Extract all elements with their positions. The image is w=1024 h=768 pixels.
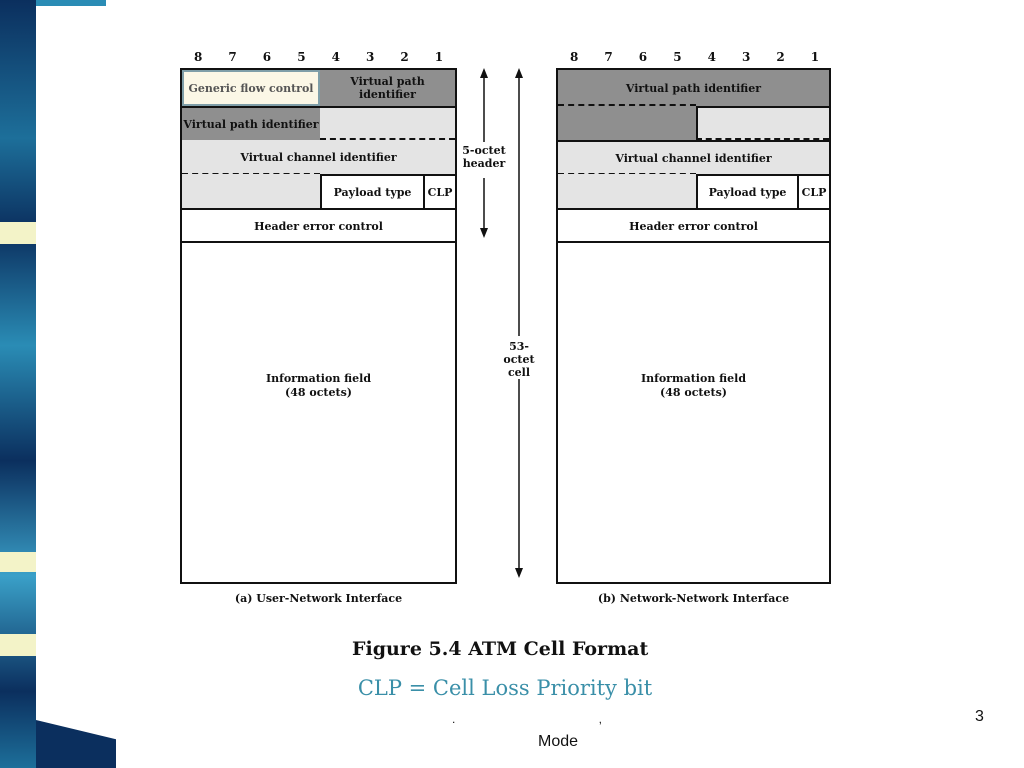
uni-vpi-bottom: Virtual path identifier (182, 106, 320, 140)
uni-caption: (a) User-Network Interface (234, 592, 403, 605)
page-number: 3 (975, 708, 984, 725)
nni-information-field: Information field (48 octets) (558, 372, 829, 400)
corner-decoration (36, 0, 106, 6)
uni-vci-bottom-part (182, 174, 320, 208)
figure-caption: Figure 5.4 ATM Cell Format (352, 638, 649, 660)
nni-dashed-divider (696, 138, 829, 140)
info-field-label: Information field (265, 372, 372, 385)
uni-information-field: Information field (48 octets) (182, 372, 455, 400)
nni-cell: Virtual path identifier Virtual channel … (556, 68, 831, 584)
cell-size-line2: cell (507, 366, 531, 379)
uni-cell: Generic flow control Virtual path identi… (180, 68, 457, 584)
bit-number: 5 (297, 50, 306, 64)
nni-vci: Virtual channel identifier (558, 140, 829, 174)
nni-vci-top-part (696, 106, 829, 140)
uni-header-divider (182, 241, 455, 243)
nni-caption: (b) Network-Network Interface (597, 592, 790, 605)
header-size-line2: header (462, 157, 506, 170)
bit-number: 7 (604, 50, 613, 64)
nni-vpi-bottom-part (558, 106, 696, 140)
footer-mode-text: Mode (538, 733, 579, 750)
nni-dashed-divider (558, 104, 696, 106)
nni-vci-bottom-part (558, 174, 696, 208)
bit-number: 1 (810, 50, 820, 64)
nni-header-divider (558, 241, 829, 243)
header-size-line1: 5-octet (462, 144, 506, 157)
arrow-up-icon (480, 68, 488, 78)
bit-number: 1 (434, 50, 444, 64)
bit-number: 3 (365, 50, 375, 64)
uni-vci-top-part (320, 106, 455, 140)
uni-dashed-divider (320, 138, 455, 140)
header-size-label: 5-octet header (462, 144, 506, 170)
info-field-size: (48 octets) (660, 386, 727, 399)
arrow-down-icon (480, 228, 488, 238)
cell-size-label: 53-octet cell (494, 340, 544, 379)
nni-vpi: Virtual path identifier (558, 70, 829, 106)
uni-vpi-top: Virtual path identifier (320, 70, 455, 106)
info-field-label: Information field (640, 372, 747, 385)
bit-number: 8 (570, 50, 579, 64)
nni-header-error-control: Header error control (558, 208, 829, 242)
bit-number: 6 (262, 50, 272, 64)
info-field-size: (48 octets) (285, 386, 352, 399)
uni-header-error-control: Header error control (182, 208, 455, 242)
stripe-accent (0, 634, 36, 656)
uni-payload-type: Payload type (320, 174, 423, 208)
bit-number: 8 (194, 50, 203, 64)
stripe-accent (0, 552, 36, 572)
bit-number: 7 (228, 50, 237, 64)
uni-bit-numbers: 8 7 6 5 4 3 2 1 (181, 50, 456, 64)
clp-definition: CLP = Cell Loss Priority bit (357, 676, 653, 700)
cell-size-line1: 53-octet (503, 340, 535, 366)
arrow-up-icon (515, 68, 523, 78)
bit-number: 2 (776, 50, 785, 64)
footer-marks: . , (452, 712, 673, 726)
uni-clp: CLP (423, 174, 455, 208)
nni-bit-numbers: 8 7 6 5 4 3 2 1 (557, 50, 832, 64)
arrow-down-icon (515, 568, 523, 578)
nni-payload-type: Payload type (696, 174, 797, 208)
bit-number: 5 (673, 50, 682, 64)
bit-number: 3 (741, 50, 751, 64)
nni-clp: CLP (797, 174, 829, 208)
uni-generic-flow-control: Generic flow control (182, 70, 320, 106)
uni-vci: Virtual channel identifier (182, 140, 455, 174)
bit-number: 2 (400, 50, 409, 64)
bit-number: 4 (331, 50, 340, 64)
bit-number: 4 (707, 50, 716, 64)
stripe-accent (0, 222, 36, 244)
bit-number: 6 (638, 50, 648, 64)
size-arrows (480, 68, 523, 578)
